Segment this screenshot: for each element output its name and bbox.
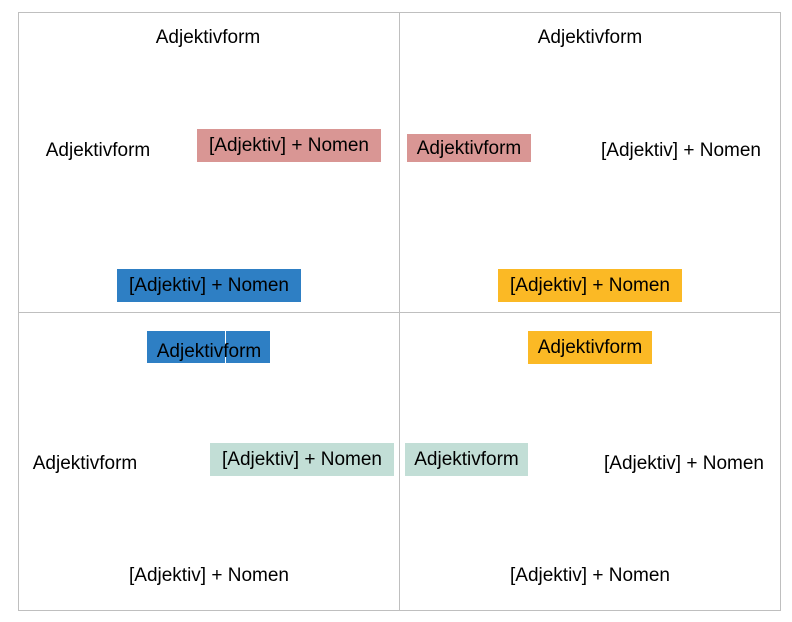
q4-bottom-label: [Adjektiv] + Nomen: [510, 564, 670, 586]
q2-left-label: Adjektivform: [407, 134, 531, 162]
q1-bottom-label: [Adjektiv] + Nomen: [117, 269, 301, 302]
horizontal-divider: [18, 312, 781, 313]
q4-top-label: Adjektivform: [528, 331, 652, 364]
q2-bottom-label: [Adjektiv] + Nomen: [498, 269, 682, 302]
q4-right-label: [Adjektiv] + Nomen: [604, 452, 764, 474]
q1-top-label: Adjektivform: [155, 26, 261, 48]
q3-top-highlight-right: [226, 331, 270, 363]
vertical-divider: [399, 12, 400, 611]
q3-top-label: Adjektivform: [156, 340, 262, 362]
q3-top-highlight-left: [147, 331, 225, 363]
q3-left-label: Adjektivform: [32, 452, 138, 474]
q2-top-label: Adjektivform: [537, 26, 643, 48]
q3-bottom-label: [Adjektiv] + Nomen: [129, 564, 289, 586]
q4-left-label: Adjektivform: [405, 443, 528, 476]
q1-right-label: [Adjektiv] + Nomen: [197, 129, 381, 162]
q1-left-label: Adjektivform: [45, 139, 151, 161]
q2-right-label: [Adjektiv] + Nomen: [601, 139, 761, 161]
q3-right-label: [Adjektiv] + Nomen: [210, 443, 394, 476]
